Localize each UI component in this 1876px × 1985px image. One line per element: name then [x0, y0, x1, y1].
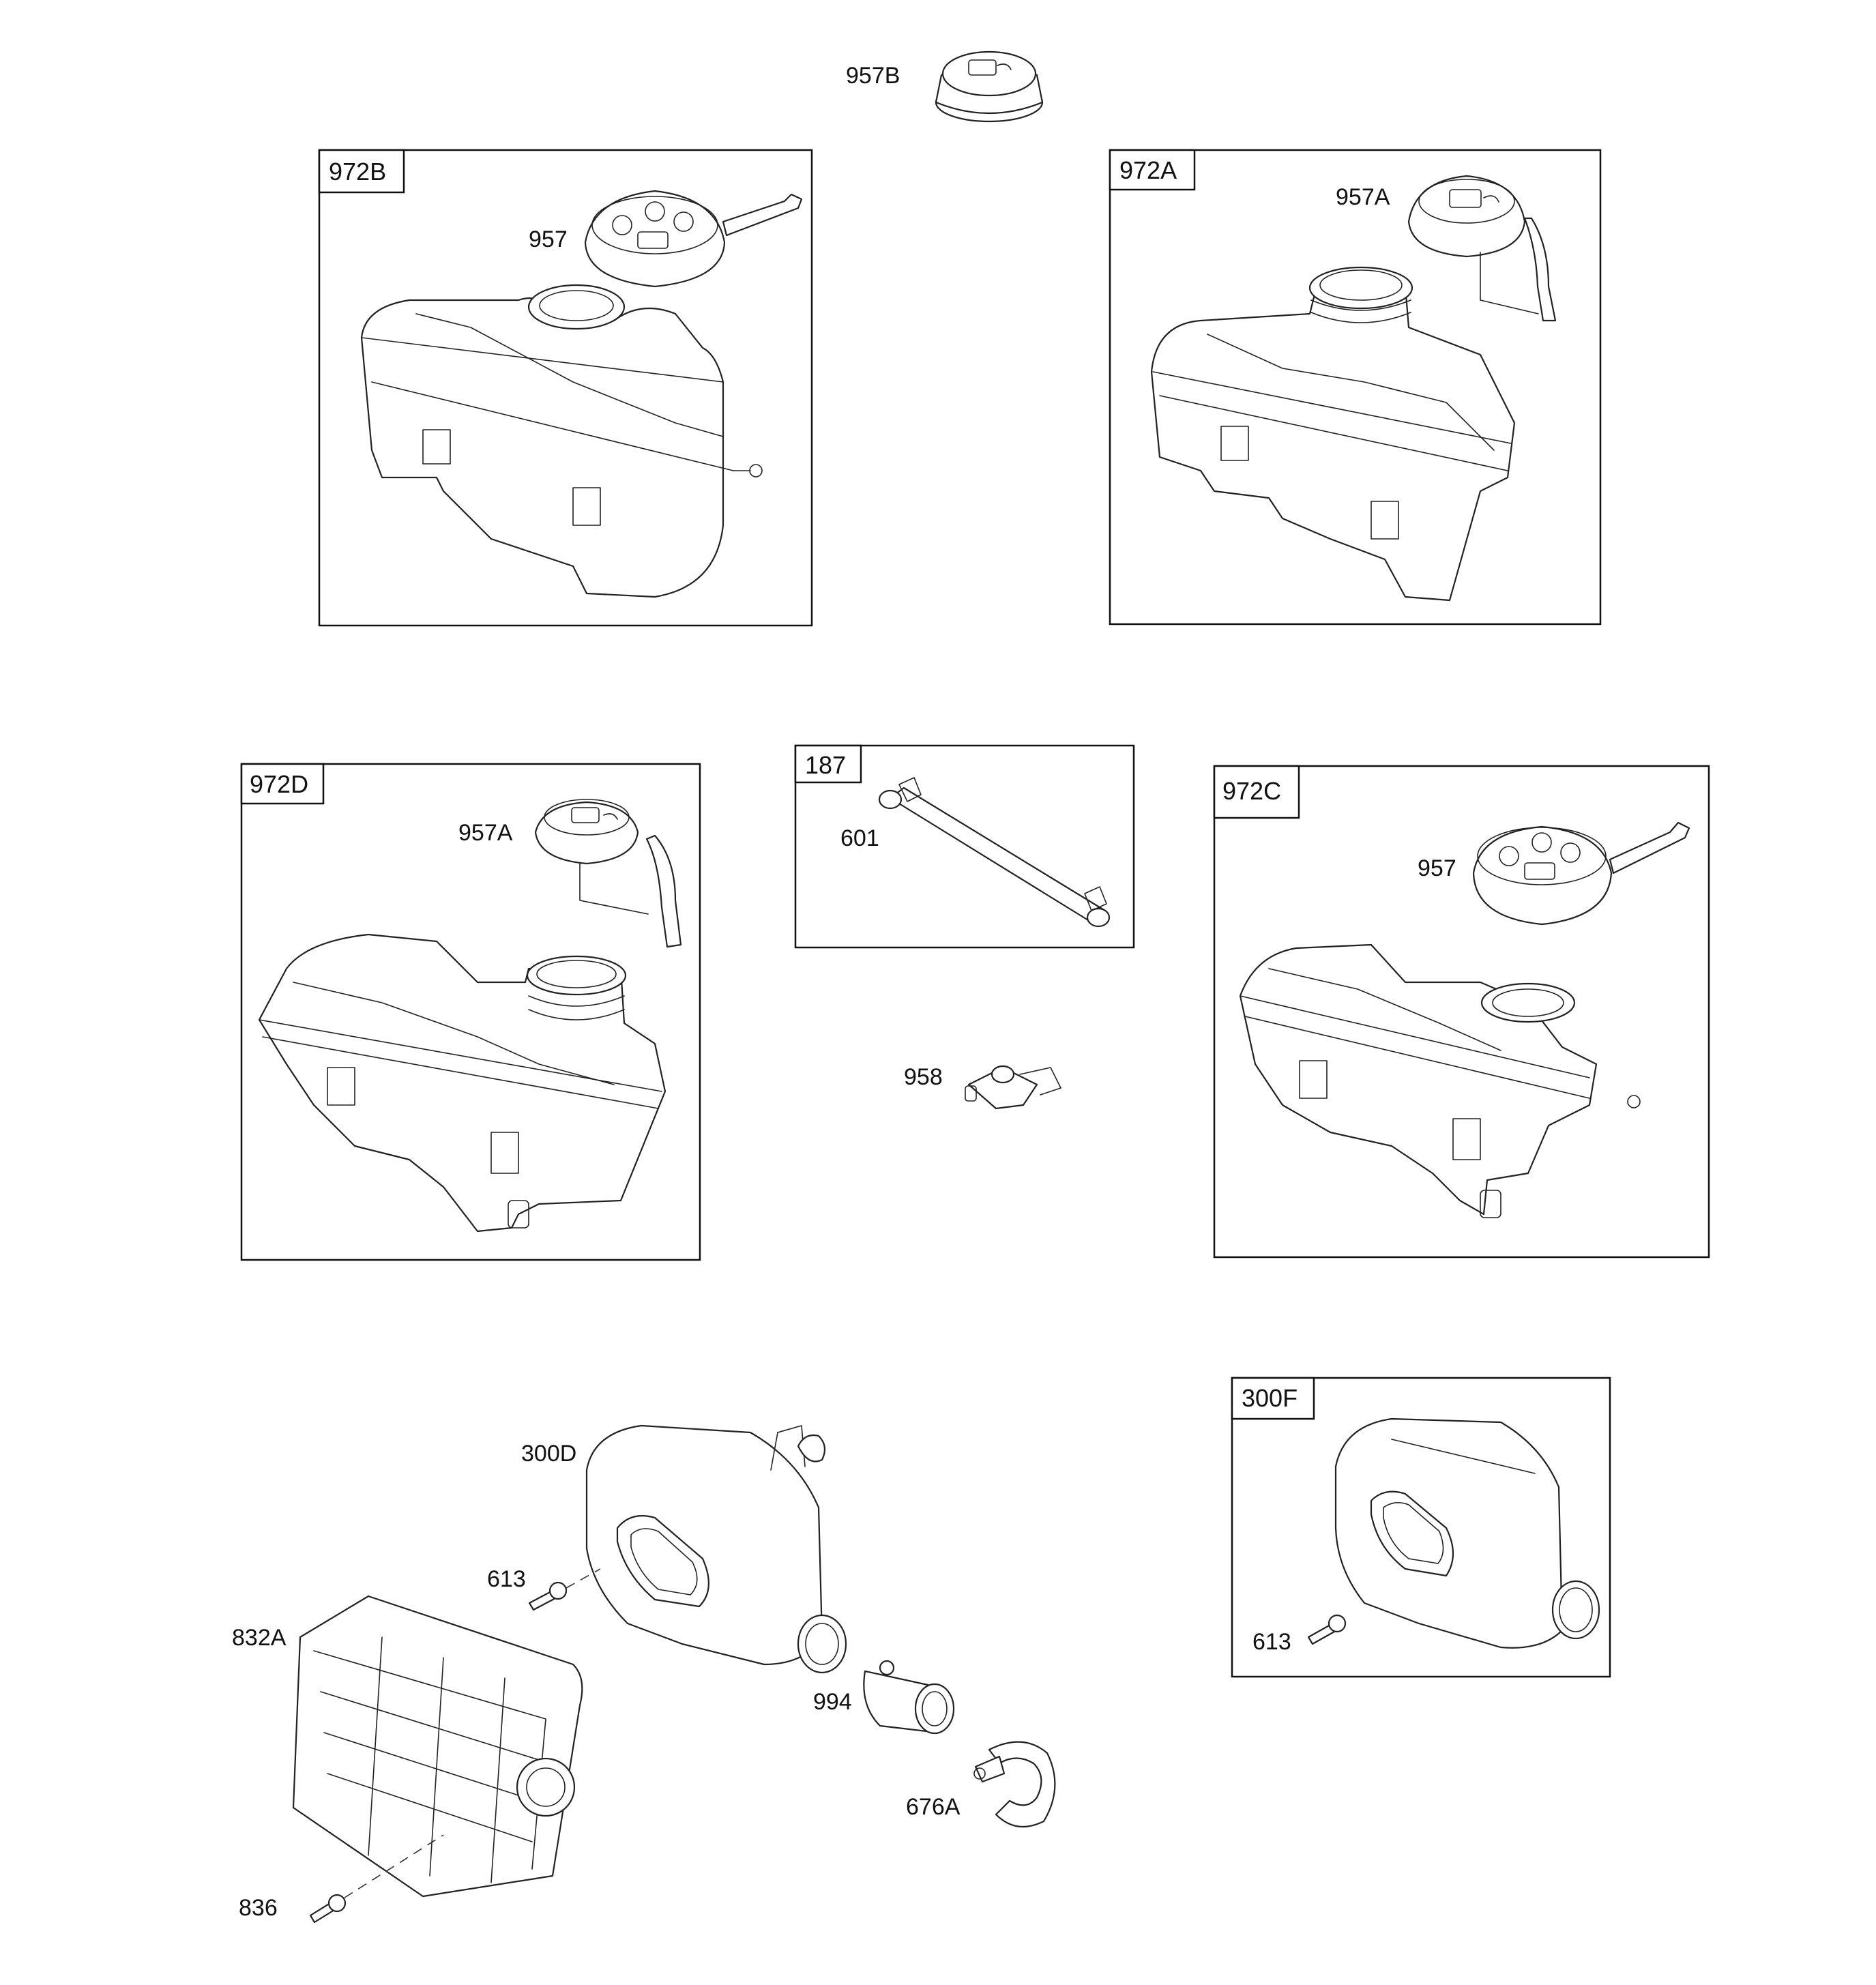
box-label-300F: 300F	[1242, 1384, 1298, 1412]
fuel-tank-972B-icon[interactable]	[360, 284, 763, 598]
screw-613-left-icon[interactable]	[528, 1568, 601, 1611]
exhaust-deflector-994-icon[interactable]	[863, 1660, 955, 1735]
callout-613-left: 613	[487, 1566, 526, 1592]
box-187: 187	[794, 744, 1135, 949]
screw-613-right-icon[interactable]	[1307, 1614, 1347, 1645]
box-972B: 972B	[318, 149, 813, 627]
callout-957B: 957B	[846, 63, 900, 89]
fuel-tank-972C-icon[interactable]	[1239, 943, 1641, 1218]
fuel-tank-972D-icon[interactable]	[258, 933, 666, 1233]
fuel-cap-957-icon[interactable]	[584, 190, 803, 288]
muffler-guard-832A-icon[interactable]	[292, 1595, 583, 1898]
screw-836-icon[interactable]	[309, 1834, 444, 1924]
fuel-cap-957A-box972A-icon[interactable]	[1407, 175, 1557, 322]
box-label-972D: 972D	[250, 770, 308, 798]
callout-832A: 832A	[232, 1625, 287, 1651]
box-label-972C: 972C	[1222, 777, 1281, 805]
box-label-187: 187	[805, 751, 846, 779]
box-label-972A: 972A	[1119, 156, 1177, 184]
hose-clamp-676A-icon[interactable]	[973, 1741, 1056, 1828]
fuel-tank-972A-icon[interactable]	[1150, 266, 1516, 602]
fuel-shutoff-valve-958-icon[interactable]	[965, 1065, 1061, 1110]
fuel-line-601-icon[interactable]	[878, 777, 1111, 928]
box-300F: 300F	[1231, 1377, 1611, 1678]
muffler-300F-icon[interactable]	[1334, 1417, 1600, 1649]
fuel-cap-957A-box972D-icon[interactable]	[534, 799, 682, 948]
callout-957A-box972A: 957A	[1336, 184, 1390, 210]
callout-957-box972C: 957	[1418, 855, 1456, 881]
muffler-300D-icon[interactable]	[585, 1424, 847, 1674]
callout-958: 958	[904, 1064, 943, 1090]
callout-300D: 300D	[521, 1441, 576, 1467]
callout-836: 836	[239, 1895, 278, 1921]
callout-994: 994	[813, 1689, 852, 1715]
callout-957-box972B: 957	[529, 226, 568, 252]
box-label-972B: 972B	[329, 158, 386, 186]
callout-613-right: 613	[1252, 1629, 1291, 1655]
box-972C: 972C	[1213, 765, 1710, 1259]
callout-601: 601	[840, 825, 879, 851]
callout-957A-box972D: 957A	[458, 820, 513, 846]
fuel-cap-957-box972C-icon[interactable]	[1472, 821, 1690, 926]
box-972D: 972D	[240, 763, 701, 1261]
callout-676A: 676A	[906, 1794, 961, 1820]
fuel-cap-957B-icon[interactable]	[935, 50, 1044, 123]
box-972A: 972A	[1109, 149, 1602, 626]
